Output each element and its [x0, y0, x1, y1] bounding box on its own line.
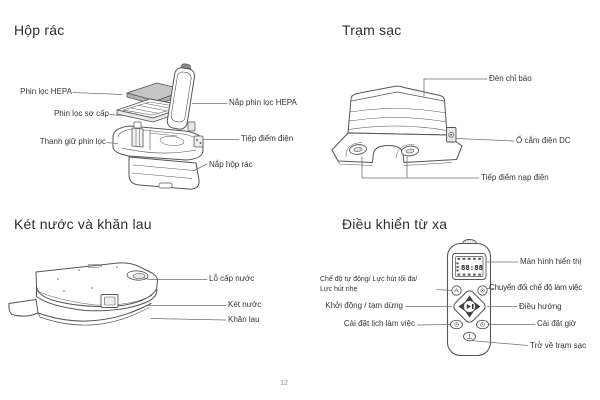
dpad-navigation [453, 290, 486, 323]
remote-drawing: 88:88 [446, 239, 492, 357]
water-tank-title: Két nước và khăn lau [14, 216, 152, 232]
label-dust-box-lid: Nắp hộp rác [209, 160, 253, 169]
charging-contacts-shape [349, 144, 419, 157]
label-hepa-filter: Phin lọc HEPA [20, 87, 72, 96]
label-charging-contacts: Tiếp điểm nạp điện [481, 173, 549, 182]
label-auto-mode-line1: Chế độ tự động/ Lực hút tối đa/ [320, 276, 418, 283]
remote-title: Điều khiển từ xa [342, 216, 448, 232]
return-dock-button-icon [463, 331, 476, 342]
mop-cloth-shape [8, 299, 152, 326]
label-indicator-light: Đèn chỉ báo [489, 74, 532, 83]
auto-mode-button-icon [451, 285, 462, 296]
dpad-down-arrow-icon [465, 311, 474, 318]
dpad-right-arrow-icon [474, 302, 481, 311]
play-pause-icon [466, 304, 474, 309]
label-water-inlet: Lỗ cấp nước [209, 274, 255, 283]
mode-switch-button-icon [477, 285, 488, 296]
label-mode-switch: Chuyển đổi chế độ làm việc [489, 283, 583, 292]
label-display: Màn hình hiển thị [520, 257, 582, 266]
dock-base-shape [331, 132, 463, 163]
label-primary-filter: Phin lọc sơ cấp [53, 109, 109, 118]
time-setting-button-icon [476, 319, 489, 330]
water-tank-shape [35, 262, 159, 307]
water-tank-drawing [8, 262, 159, 326]
charging-dock-title: Trạm sạc [342, 22, 402, 38]
label-navigation: Điều hướng [519, 302, 562, 311]
schedule-button-icon [450, 319, 463, 330]
label-time-setting: Cài đặt giờ [537, 319, 577, 328]
water-inlet-shape [126, 270, 149, 281]
dc-socket-shape [446, 127, 457, 143]
label-start-pause: Khởi động / tạm dừng [325, 301, 403, 310]
label-auto-mode-line2: Lực hút nhẹ [320, 285, 358, 293]
electric-contact-shape [193, 135, 204, 148]
label-return-to-dock: Trở về trạm sạc [530, 341, 587, 350]
remote-display-time: 88:88 [461, 263, 483, 272]
charging-dock-drawing [331, 85, 463, 166]
dock-tower-shape [347, 85, 448, 136]
label-auto-mode: Chế độ tự động/ Lực hút tối đa/ Lực hút … [320, 275, 417, 294]
label-filter-holder: Thanh giữ phin lọc [39, 137, 106, 146]
dust-box-drawing [112, 63, 204, 190]
label-tank: Két nước [228, 300, 262, 309]
page-number: 12 [280, 380, 288, 387]
dust-box-title: Hộp rác [14, 22, 65, 38]
label-electric-contact: Tiếp điểm điện [241, 134, 294, 143]
dpad-left-arrow-icon [458, 302, 465, 311]
label-hepa-cover: Nắp phin lọc HEPA [229, 98, 297, 107]
remote-display: 88:88 [452, 253, 487, 280]
label-schedule: Cài đặt lịch làm việc [343, 319, 415, 328]
filter-holder-shape [131, 121, 144, 148]
label-dc-socket: Ổ cắm điện DC [516, 136, 571, 145]
leader-lines [72, 78, 536, 346]
dpad-up-arrow-icon [465, 295, 474, 302]
label-mop-cloth: Khăn lau [228, 315, 260, 324]
hepa-cover-shape [166, 63, 196, 130]
dust-box-lid-shape [128, 156, 200, 190]
